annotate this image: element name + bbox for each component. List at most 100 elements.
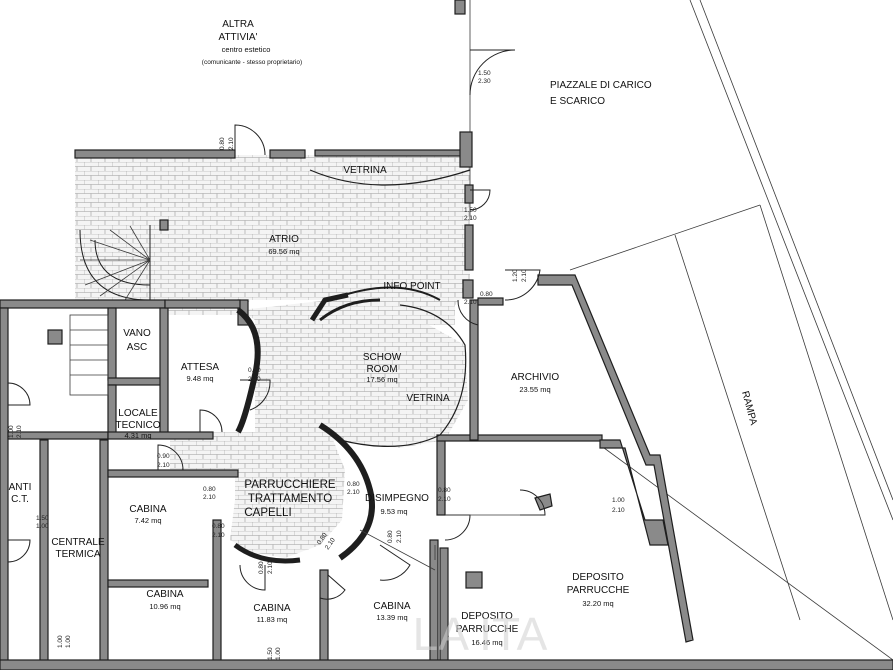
svg-text:0.80: 0.80: [248, 367, 261, 374]
neighbor-label: ALTRA ATTIVIA' centro estetico (comunica…: [202, 19, 302, 66]
door-dim-18: 1.00 1.00: [57, 635, 72, 648]
deposito-small-area: 16.46 mq: [471, 638, 502, 647]
show-room-line2: ROOM: [366, 364, 397, 375]
svg-text:2.10: 2.10: [464, 215, 477, 222]
door-dim-10: 0.80 2.10: [347, 481, 360, 496]
parrucchiere-line1: PARRUCCHIERE: [244, 479, 335, 491]
outdoor-labels: PIAZZALE DI CARICO E SCARICO RAMPA: [550, 80, 759, 427]
vetrina-round-label: VETRINA: [406, 393, 450, 404]
door-dim-1: 1.50 2.30: [478, 70, 491, 85]
cabina4-area: 13.39 mq: [376, 613, 407, 622]
door-dim-6: 0.80 2.10: [248, 367, 261, 383]
svg-text:2.10: 2.10: [464, 299, 477, 306]
svg-text:0.80: 0.80: [203, 486, 216, 493]
vano-asc-line2: ASC: [127, 342, 148, 353]
door-dim-9: 0.80 2.10: [203, 486, 216, 501]
door-dim-15: 0.80 2.10: [438, 487, 451, 503]
svg-text:0.80: 0.80: [212, 523, 225, 530]
door-dim-11: 0.80 2.10: [212, 523, 225, 539]
piazzale-line2: E SCARICO: [550, 96, 605, 107]
archivio-area: 23.55 mq: [519, 385, 550, 394]
cabina2-label: CABINA: [146, 589, 184, 600]
svg-text:2.10: 2.10: [16, 425, 23, 438]
curved-walls: [233, 169, 471, 564]
anti-ct-line1: ANTI: [9, 482, 32, 493]
door-dim-2: 0.80 2.10: [219, 137, 235, 150]
deposito-small-line2: PARRUCCHE: [456, 624, 519, 635]
svg-text:2.10: 2.10: [347, 489, 360, 496]
staircase: [69, 225, 151, 396]
rampa-label: RAMPA: [739, 390, 759, 427]
locale-tecnico-area: 4.31 mq: [124, 431, 151, 440]
archivio-label: ARCHIVIO: [511, 372, 560, 383]
disimpegno-area: 9.53 mq: [380, 507, 407, 516]
tiled-floor: [75, 155, 470, 558]
svg-text:1.50: 1.50: [478, 70, 491, 77]
watermark: LA ITA: [413, 608, 548, 660]
svg-text:1.00: 1.00: [612, 497, 625, 504]
neighbor-line2: ATTIVIA': [219, 32, 258, 43]
neighbor-line4: (comunicante - stesso proprietario): [202, 59, 302, 66]
svg-text:2.10: 2.10: [248, 376, 261, 383]
svg-text:0.80: 0.80: [387, 530, 394, 543]
svg-text:2.10: 2.10: [157, 462, 170, 469]
svg-text:1.00: 1.00: [36, 523, 49, 530]
svg-text:2.10: 2.10: [228, 137, 235, 150]
anti-ct-line2: C.T.: [11, 494, 29, 505]
svg-text:1.50: 1.50: [464, 207, 477, 214]
attesa-area: 9.48 mq: [186, 374, 213, 383]
svg-text:1.00: 1.00: [275, 647, 282, 660]
doors: [7, 49, 546, 600]
centrale-termica-line1: CENTRALE: [51, 537, 105, 548]
door-dim-7: 1.00 2.10: [8, 425, 23, 438]
parrucchiere-line2: TRATTAMENTO: [248, 493, 332, 505]
svg-text:1.50: 1.50: [267, 647, 274, 660]
door-dim-5: 0.80 2.10: [464, 291, 493, 306]
svg-text:2.10: 2.10: [521, 269, 528, 282]
door-dim-17: 1.00 2.10: [612, 497, 625, 514]
cabina1-area: 7.42 mq: [134, 516, 161, 525]
disimpegno-label: DISIMPEGNO: [365, 493, 429, 504]
svg-text:2.10: 2.10: [212, 532, 225, 539]
atrio-area: 69.56 mq: [268, 247, 299, 256]
svg-text:2.10: 2.10: [267, 561, 274, 574]
door-dim-12: 0.80 2.10: [258, 561, 274, 574]
svg-text:2.10: 2.10: [203, 494, 216, 501]
svg-text:0.80: 0.80: [258, 561, 265, 574]
svg-text:2.10: 2.10: [612, 507, 625, 514]
deposito-big-line1: DEPOSITO: [572, 572, 624, 583]
svg-text:1.00: 1.00: [57, 635, 64, 648]
room-labels: VETRINA ATRIO 69.56 mq INFO POINT VANO A…: [9, 165, 630, 647]
locale-tecnico-line2: TECNICO: [116, 420, 161, 431]
vano-asc-line1: VANO: [123, 328, 151, 339]
door-dim-3: 1.50 2.10: [464, 207, 477, 222]
svg-text:0.80: 0.80: [347, 481, 360, 488]
locale-tecnico-line1: LOCALE: [118, 408, 158, 419]
show-room-area: 17.56 mq: [366, 375, 397, 384]
svg-text:0.80: 0.80: [480, 291, 493, 298]
door-dim-14: 0.80 2.10: [387, 530, 403, 543]
svg-text:1.00: 1.00: [8, 425, 15, 438]
svg-text:2.10: 2.10: [396, 530, 403, 543]
cabina3-area: 11.83 mq: [257, 615, 288, 624]
svg-text:2.30: 2.30: [478, 78, 491, 85]
svg-text:0.80: 0.80: [438, 487, 451, 494]
cabina1-label: CABINA: [129, 504, 167, 515]
svg-text:0.90: 0.90: [157, 453, 170, 460]
door-dim-8: 0.90 2.10: [157, 453, 170, 469]
svg-text:1.20: 1.20: [512, 269, 519, 282]
svg-text:1.50: 1.50: [36, 515, 49, 522]
piazzale-line1: PIAZZALE DI CARICO: [550, 80, 652, 91]
deposito-big-line2: PARRUCCHE: [567, 585, 630, 596]
svg-text:2.10: 2.10: [438, 496, 451, 503]
info-point-label: INFO POINT: [383, 281, 440, 292]
property-lines: [469, 0, 893, 661]
svg-text:1.00: 1.00: [65, 635, 72, 648]
neighbor-line3: centro estetico: [222, 45, 271, 54]
centrale-termica-line2: TERMICA: [56, 549, 101, 560]
cabina3-label: CABINA: [253, 603, 291, 614]
door-dim-19: 1.50 1.00: [267, 647, 282, 660]
parrucchiere-line3: CAPELLI: [244, 507, 291, 519]
deposito-big-area: 32.20 mq: [582, 599, 613, 608]
